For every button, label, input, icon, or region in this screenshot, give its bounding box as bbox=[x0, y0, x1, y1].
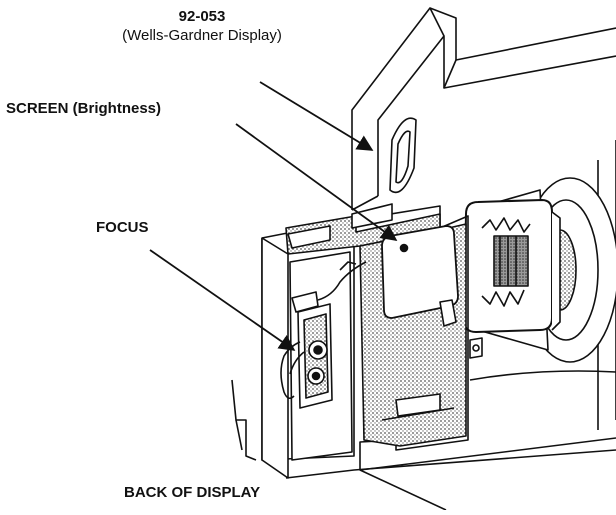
control-module bbox=[280, 261, 367, 409]
part-description-label: (Wells-Gardner Display) bbox=[122, 27, 282, 44]
part-number-label: 92-053 bbox=[178, 8, 226, 25]
focus-label: FOCUS bbox=[96, 219, 149, 236]
focus-pointer bbox=[149, 249, 296, 351]
screen-pointer bbox=[235, 123, 398, 241]
screen-card bbox=[381, 225, 483, 359]
part-number-pointer bbox=[259, 81, 374, 151]
screen-brightness-label: SCREEN (Brightness) bbox=[6, 100, 162, 117]
neck-coil bbox=[481, 217, 531, 307]
back-of-display-label: BACK OF DISPLAY bbox=[124, 484, 261, 501]
